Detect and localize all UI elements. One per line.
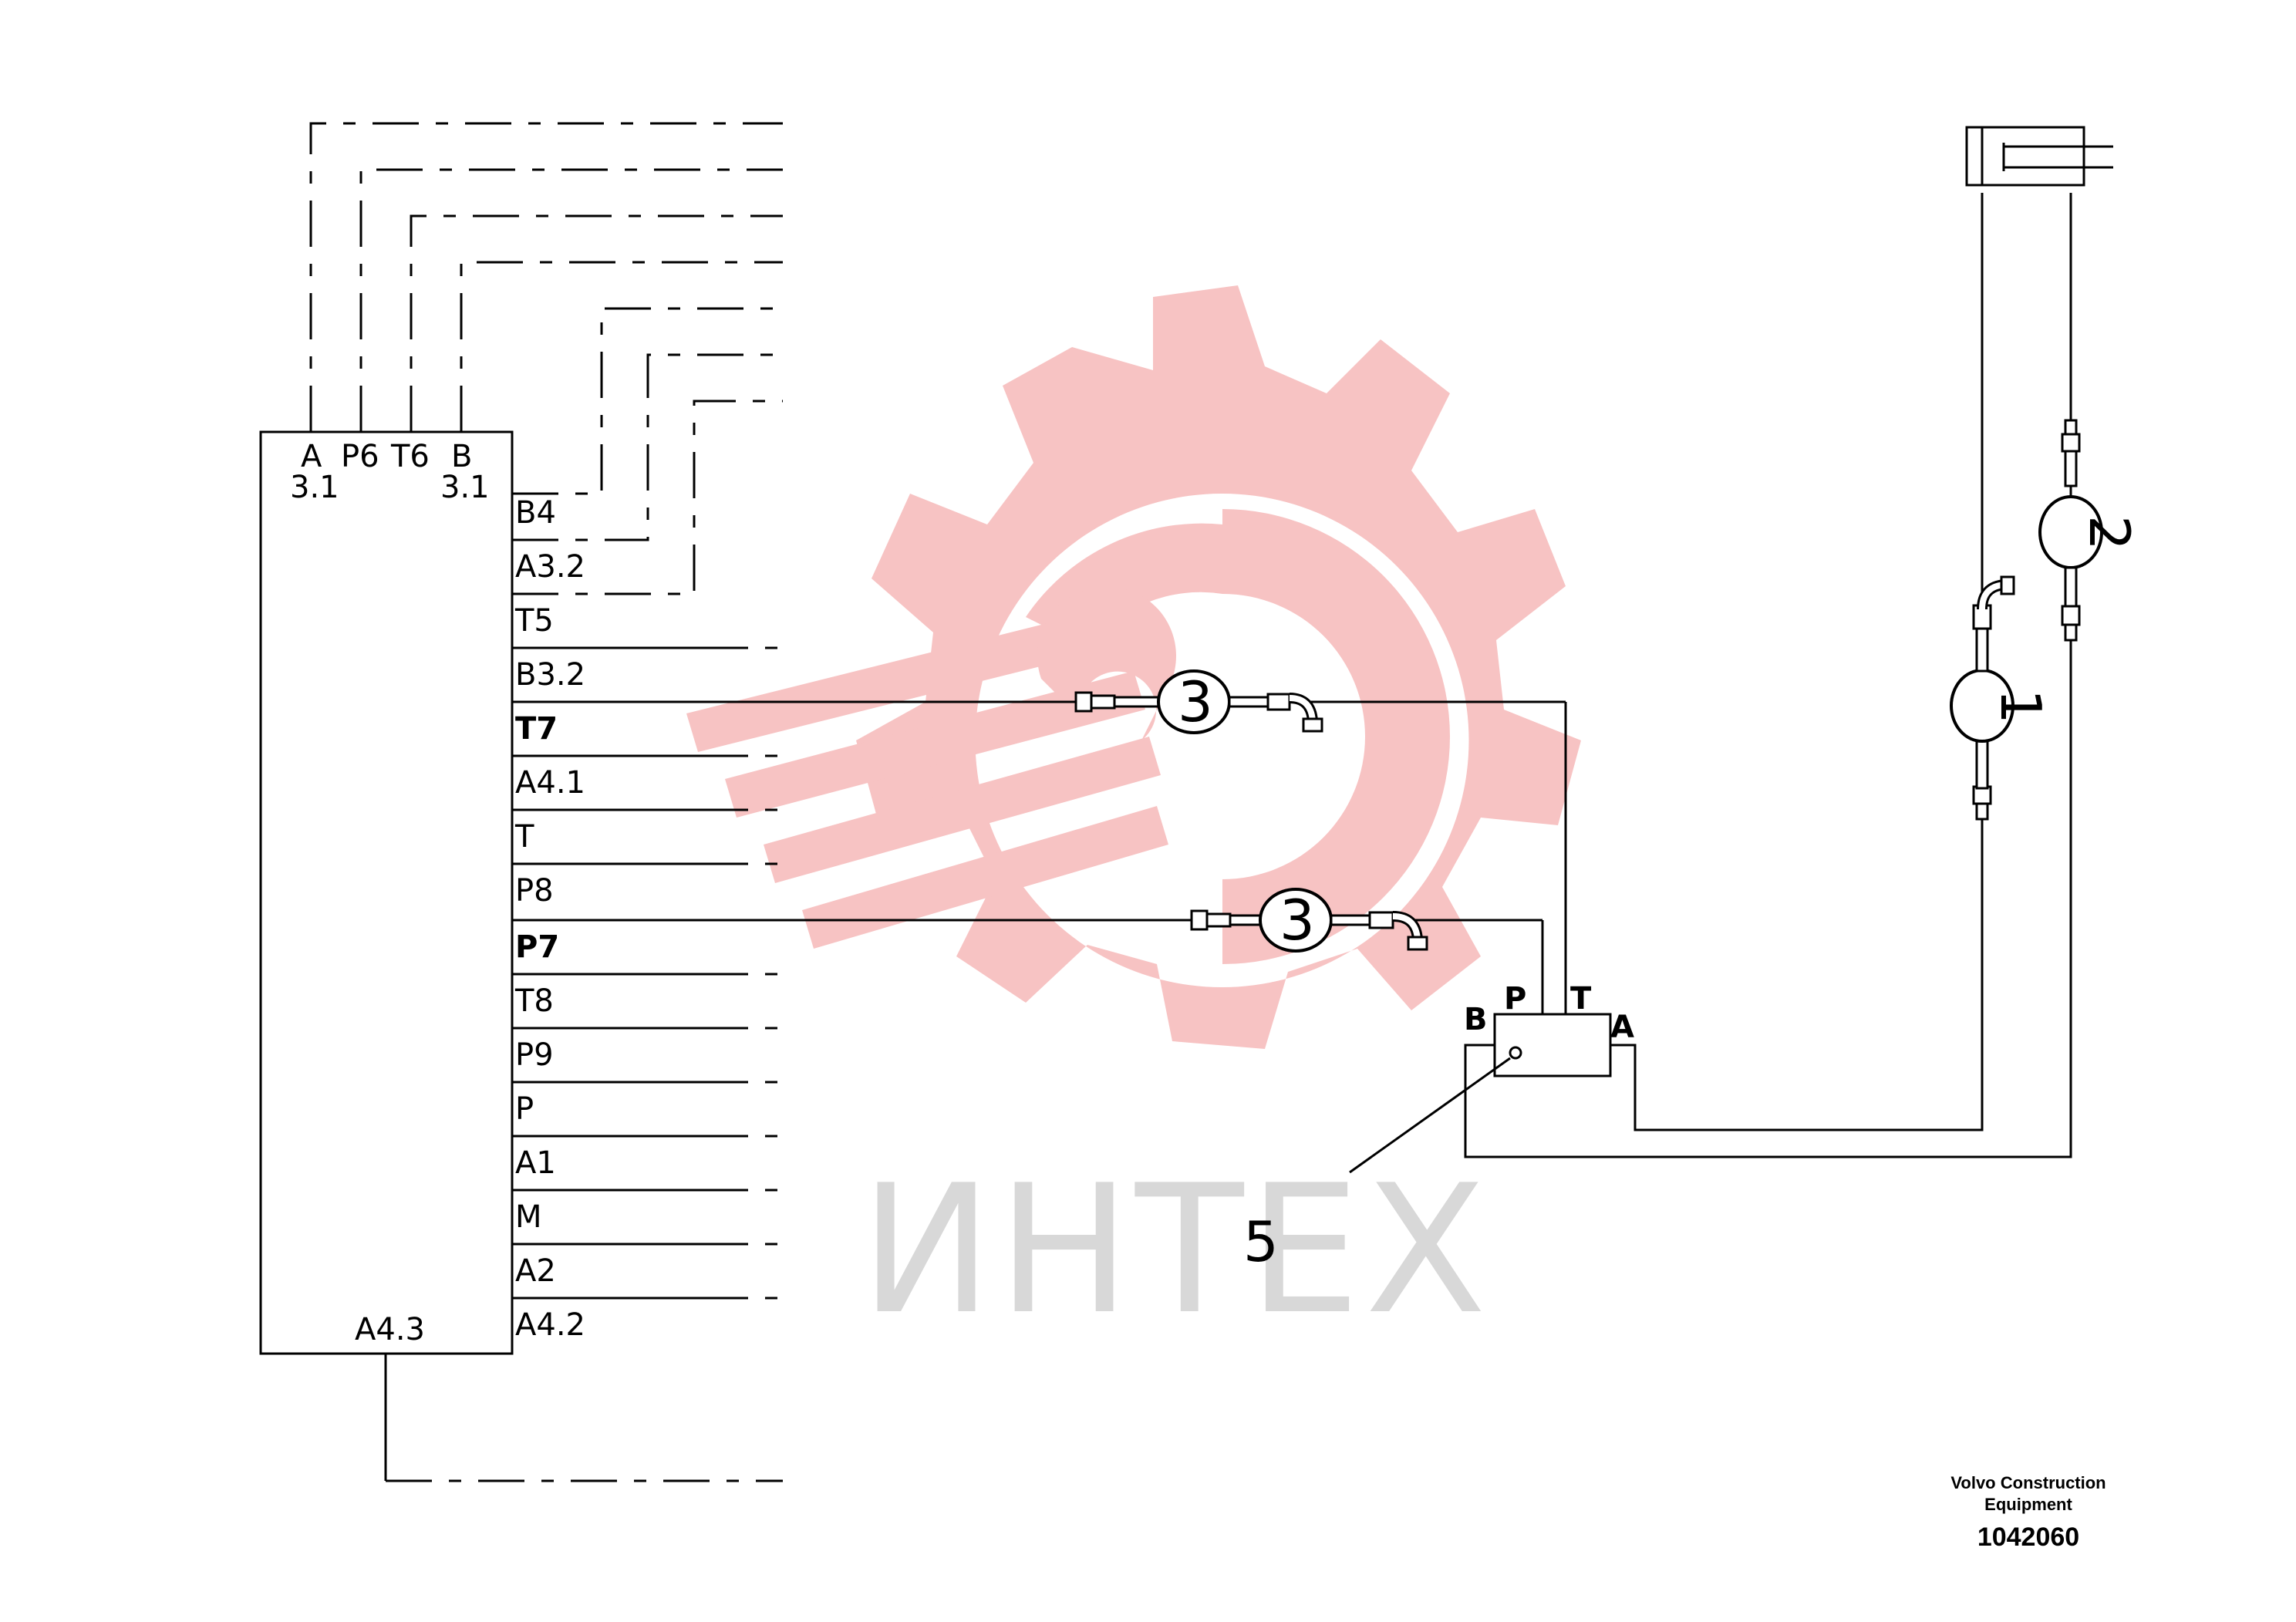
hose-fitting <box>1368 911 1394 929</box>
valve-block-body <box>259 430 514 1355</box>
caption-block: Volvo Construction Equipment 1042060 <box>1950 1473 2106 1552</box>
top-port-sub: 3.1 <box>440 470 490 505</box>
port-label: T <box>514 819 534 855</box>
caption-line2: Equipment <box>1984 1495 2072 1514</box>
port-label: A1 <box>515 1145 556 1181</box>
port-label: A3.2 <box>515 549 585 585</box>
top-line-p6 <box>359 168 783 432</box>
valve-port-dot <box>1509 1046 1522 1060</box>
valve-port-t: T <box>1570 981 1592 1017</box>
port-label: A4.1 <box>515 765 585 801</box>
bottom-port-label: A4.3 <box>355 1312 425 1347</box>
line-b <box>1464 193 2072 1158</box>
hose-tube <box>1113 696 1162 708</box>
hose-fitting <box>1407 936 1428 951</box>
port-label: B3.2 <box>515 657 585 693</box>
top-port-sub: 3.1 <box>290 470 339 505</box>
valve-body <box>1493 1013 1612 1077</box>
top-port-label: A <box>301 439 322 474</box>
port-label: T5 <box>514 603 554 639</box>
hose-3-lower: 3 <box>1190 888 1428 953</box>
valve-port-b: B <box>1464 1002 1488 1037</box>
hose-fitting <box>1302 717 1323 733</box>
caption-line1: Volvo Construction <box>1950 1473 2106 1492</box>
watermark-text: ИНТЕХ <box>860 1148 1491 1354</box>
port-label: B4 <box>515 495 556 531</box>
top-port-labels: A 3.1 P6 T6 B 3.1 <box>290 439 490 505</box>
hose-tube <box>1228 696 1269 708</box>
line-a32 <box>512 353 783 541</box>
callout-number: 3 <box>1178 669 1213 734</box>
port-label: T8 <box>514 983 554 1019</box>
top-port-label: T6 <box>390 439 430 474</box>
top-line-t6 <box>410 214 783 432</box>
control-valve-5: B P T A 5 <box>1243 193 2072 1274</box>
line-t5 <box>512 400 783 595</box>
top-port-label: B <box>451 439 472 474</box>
port-label-bold: T7 <box>515 711 558 747</box>
port-label: A4.2 <box>515 1307 585 1343</box>
top-port-lines <box>309 122 783 595</box>
port-label-bold: P7 <box>515 929 559 965</box>
hose-fitting <box>1205 912 1232 928</box>
callout-number: 2 <box>2077 515 2142 551</box>
hose-tube <box>1229 914 1263 926</box>
hose-tube <box>2064 450 2078 487</box>
callout-number: 3 <box>1279 888 1315 953</box>
valve-port-a: A <box>1610 1010 1634 1045</box>
watermark: ИНТЕХ <box>686 285 1581 1354</box>
cylinder-body <box>1965 126 2085 187</box>
hose-tube <box>1975 627 1989 673</box>
hose-fitting <box>1074 691 1093 713</box>
hose-fitting <box>2000 575 2015 595</box>
hose-elbow-inner <box>1289 695 1316 722</box>
hose-fitting <box>1090 694 1116 710</box>
hose-1: 1 <box>1950 575 2053 821</box>
hose-fitting <box>2061 605 2081 626</box>
hose-elbow-inner <box>1392 913 1421 940</box>
top-line-b31 <box>460 261 783 432</box>
hose-fitting <box>2064 623 2078 642</box>
hose-fitting <box>1266 693 1291 711</box>
hose-2: 2 <box>2038 419 2142 642</box>
line-b4 <box>512 307 783 495</box>
leader-line-5 <box>1349 1057 1511 1174</box>
callout-number: 5 <box>1243 1209 1279 1274</box>
hose-tube <box>2064 566 2078 608</box>
line-a <box>1610 193 1984 1131</box>
top-line-a31 <box>309 122 783 432</box>
hose-tube <box>1330 914 1371 926</box>
port-label: P9 <box>515 1037 554 1073</box>
port-label: P <box>515 1091 534 1127</box>
hydraulic-cylinder <box>1965 126 2113 187</box>
valve-port-p: P <box>1504 981 1526 1017</box>
hose-3-upper: 3 <box>1074 669 1323 734</box>
port-label: A2 <box>515 1253 556 1289</box>
port-label: P8 <box>515 873 554 909</box>
hose-tube <box>1975 739 1989 790</box>
main-valve-block <box>259 430 783 1482</box>
gear-logo <box>686 285 1581 1049</box>
top-port-label: P6 <box>341 439 379 474</box>
hose-fitting <box>1190 909 1209 931</box>
hose-fitting <box>2061 433 2081 453</box>
drawing-number: 1042060 <box>1977 1523 2079 1552</box>
port-label: M <box>515 1199 542 1235</box>
callout-number: 1 <box>1988 689 2053 724</box>
